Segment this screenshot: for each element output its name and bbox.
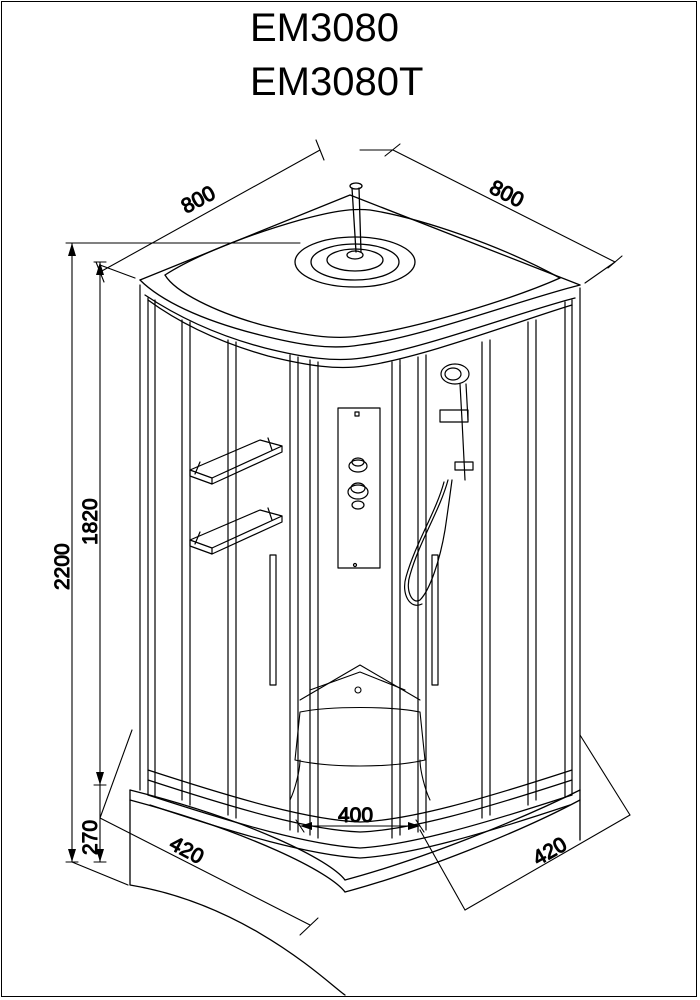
- model-title-secondary: EM3080T: [250, 60, 424, 104]
- door-handles: [269, 554, 439, 686]
- dim-tray-side-right: 420: [529, 833, 571, 870]
- dim-width-left: 800: [178, 182, 220, 219]
- dim-door-opening: 400: [338, 804, 373, 827]
- back-wall: [289, 364, 431, 801]
- cabin-frame: [139, 284, 581, 859]
- roof-canopy: [139, 194, 581, 369]
- model-title-primary: EM3080: [250, 6, 399, 50]
- dim-cabin-height: 1820: [79, 498, 102, 545]
- dimension-arrows: [68, 243, 420, 862]
- control-panel: [337, 407, 381, 569]
- dim-total-height: 2200: [51, 543, 74, 590]
- glass-shelves: [189, 437, 283, 555]
- dim-tray-side-left: 420: [166, 832, 208, 869]
- dim-width-right: 800: [486, 176, 528, 212]
- overhead-shower: [294, 182, 416, 288]
- dim-tray-height: 270: [79, 820, 102, 855]
- shower-tray: [129, 789, 581, 996]
- hand-shower: [404, 363, 474, 606]
